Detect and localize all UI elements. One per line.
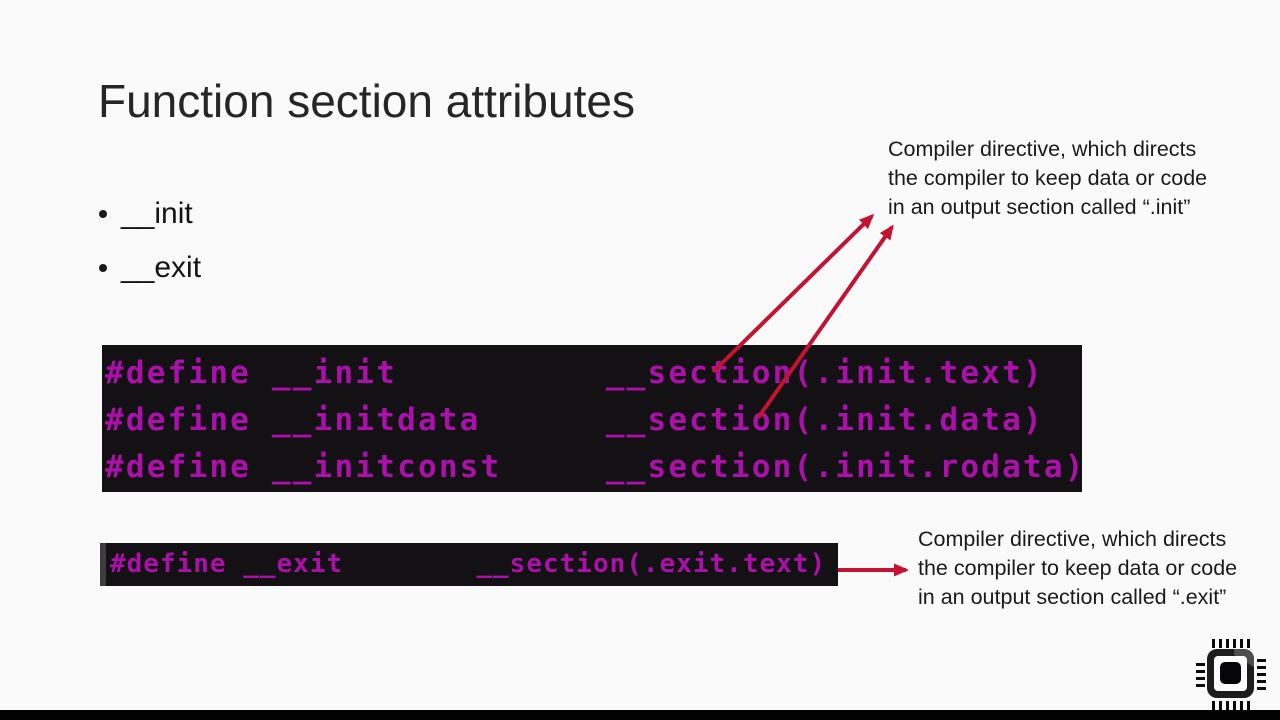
- code-line: #define __init __section(.init.text): [105, 355, 1044, 391]
- bullet-label: __init: [121, 197, 193, 230]
- list-item: __exit: [99, 250, 201, 286]
- code-line: #define __initdata __section(.init.data): [105, 402, 1044, 438]
- annotation-exit: Compiler directive, which directs the co…: [918, 525, 1237, 612]
- annotation-line: in an output section called “.init”: [888, 195, 1191, 219]
- annotation-line: the compiler to keep data or code: [918, 556, 1238, 580]
- code-block-exit: #define __exit __section(.exit.text): [100, 543, 838, 586]
- bullet-list: __init __exit: [99, 196, 201, 304]
- annotation-init: Compiler directive, which directs the co…: [888, 135, 1207, 222]
- letterbox-bar: [0, 710, 1280, 720]
- bullet-dot-icon: [99, 210, 107, 218]
- code-block-init: #define __init __section(.init.text) #de…: [102, 345, 1086, 492]
- list-item: __init: [99, 196, 201, 232]
- annotation-line: the compiler to keep data or code: [888, 166, 1208, 190]
- page-title: Function section attributes: [98, 75, 635, 127]
- code-line: #define __initconst __section(.init.roda…: [105, 449, 1086, 485]
- annotation-line: Compiler directive, which directs: [888, 137, 1197, 161]
- annotation-line: in an output section called “.exit”: [918, 585, 1227, 609]
- chip-logo-icon: [1196, 639, 1266, 710]
- annotation-line: Compiler directive, which directs: [918, 527, 1227, 551]
- bullet-label: __exit: [121, 251, 202, 284]
- code-line: #define __exit __section(.exit.text): [110, 549, 827, 579]
- bullet-dot-icon: [99, 264, 107, 272]
